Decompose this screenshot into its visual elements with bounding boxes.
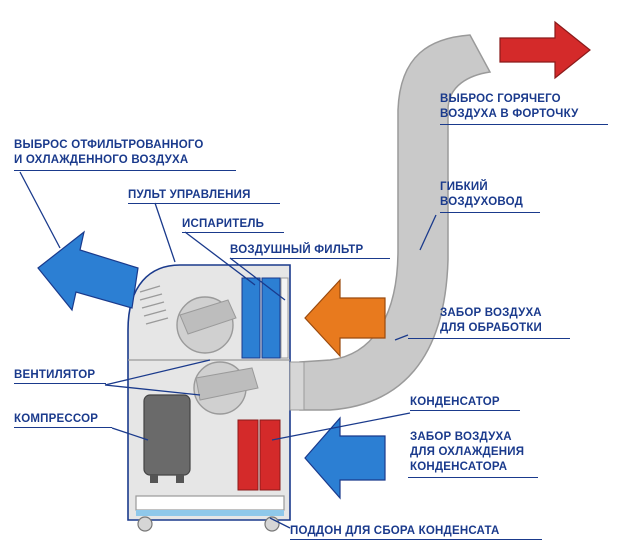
drain-pan-water	[136, 510, 284, 516]
evaporator-label: ИСПАРИТЕЛЬ	[182, 218, 265, 230]
hot-air-exhaust-arrow	[499, 20, 591, 80]
cool-air-output-arrow	[37, 230, 139, 312]
intake-label-line-1: ЗАБОР ВОЗДУХА	[440, 307, 542, 319]
air-conditioner-unit	[127, 264, 305, 532]
evaporator	[241, 277, 281, 359]
compressor-underline	[14, 427, 112, 428]
compressor	[143, 394, 191, 483]
intake-label: ЗАБОР ВОЗДУХА ДЛЯ ОБРАБОТКИ	[440, 306, 542, 336]
leader-lines	[19, 171, 437, 529]
intake-label-line-2: ДЛЯ ОБРАБОТКИ	[440, 322, 543, 334]
flexible-duct-label-line-1: ГИБКИЙ	[440, 181, 488, 193]
control-panel-underline	[128, 203, 280, 204]
control-panel-label: ПУЛЬТ УПРАВЛЕНИЯ	[128, 189, 251, 201]
hot-exhaust-label-line-2: ВОЗДУХА В ФОРТОЧКУ	[440, 108, 579, 120]
flexible-duct-underline	[440, 212, 540, 213]
air-filter-label: ВОЗДУШНЫЙ ФИЛЬТР	[230, 244, 364, 256]
condenser-intake-label: ЗАБОР ВОЗДУХА ДЛЯ ОХЛАЖДЕНИЯ КОНДЕНСАТОР…	[410, 430, 524, 475]
drain-pan	[135, 495, 285, 511]
condenser-intake-label-line-2: ДЛЯ ОХЛАЖДЕНИЯ	[410, 446, 525, 458]
hot-exhaust-label: ВЫБРОС ГОРЯЧЕГО ВОЗДУХА В ФОРТОЧКУ	[440, 92, 578, 122]
cool-output-label-line-2: И ОХЛАЖДЕННОГО ВОЗДУХА	[14, 154, 189, 166]
flexible-duct-label-line-2: ВОЗДУХОВОД	[440, 196, 523, 208]
condenser-fan	[193, 361, 259, 415]
cool-output-underline	[14, 170, 236, 171]
evaporator-fan	[176, 296, 237, 354]
control-panel-grill	[139, 285, 169, 325]
condenser	[237, 419, 281, 491]
condenser-intake-arrow-blue	[304, 416, 386, 500]
condenser-label: КОНДЕНСАТОР	[410, 396, 500, 408]
intake-arrow-orange	[304, 278, 386, 358]
wheel	[137, 516, 153, 532]
fan-underline	[14, 383, 106, 384]
drain-pan-underline	[290, 539, 542, 540]
air-filter	[280, 277, 289, 359]
condenser-intake-label-line-3: КОНДЕНСАТОРА	[410, 461, 508, 473]
condenser-intake-underline	[408, 477, 538, 478]
drain-pan-label: ПОДДОН ДЛЯ СБОРА КОНДЕНСАТА	[290, 525, 500, 537]
condenser-intake-label-line-1: ЗАБОР ВОЗДУХА	[410, 431, 512, 443]
hot-exhaust-underline	[440, 124, 608, 125]
fan-label: ВЕНТИЛЯТОР	[14, 369, 96, 381]
condenser-underline	[410, 410, 520, 411]
hot-exhaust-label-line-1: ВЫБРОС ГОРЯЧЕГО	[440, 93, 561, 105]
flexible-duct-label: ГИБКИЙ ВОЗДУХОВОД	[440, 180, 523, 210]
evaporator-underline	[182, 232, 284, 233]
intake-underline	[408, 338, 570, 339]
air-filter-underline	[230, 258, 390, 259]
cool-output-label: ВЫБРОС ОТФИЛЬТРОВАННОГО И ОХЛАЖДЕННОГО В…	[14, 138, 204, 168]
compressor-label: КОМПРЕССОР	[14, 413, 99, 425]
cool-output-label-line-1: ВЫБРОС ОТФИЛЬТРОВАННОГО	[14, 139, 204, 151]
